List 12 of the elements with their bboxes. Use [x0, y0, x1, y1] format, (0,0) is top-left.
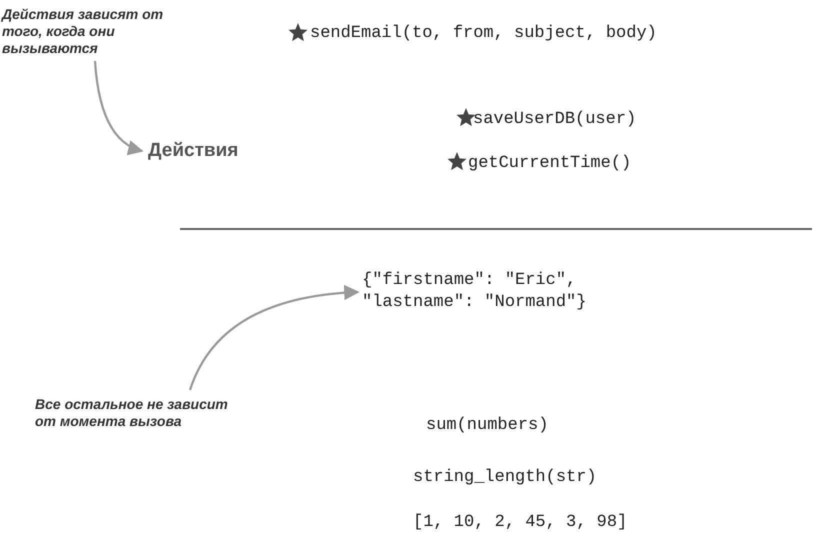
function-call-text: [1, 10, 2, 45, 3, 98]: [413, 513, 628, 532]
data-object-text: {"firstname": "Eric", "lastname": "Normand"}: [362, 270, 602, 314]
function-call-text: getCurrentTime(): [468, 154, 632, 173]
annotation-text: Все остальное не зависит от момента вызова: [35, 396, 235, 430]
section-heading: Действия: [148, 140, 238, 162]
curved-arrow: [188, 285, 360, 390]
function-call-text: string_length(str): [413, 468, 597, 487]
function-call-text: sum(numbers): [426, 416, 548, 435]
function-call-text: saveUserDB(user): [473, 110, 636, 129]
curved-arrow: [94, 60, 144, 154]
function-call-text: sendEmail(to, from, subject, body): [310, 24, 657, 43]
annotation-text: Действия зависят от того, когда они вызываются: [2, 6, 207, 57]
